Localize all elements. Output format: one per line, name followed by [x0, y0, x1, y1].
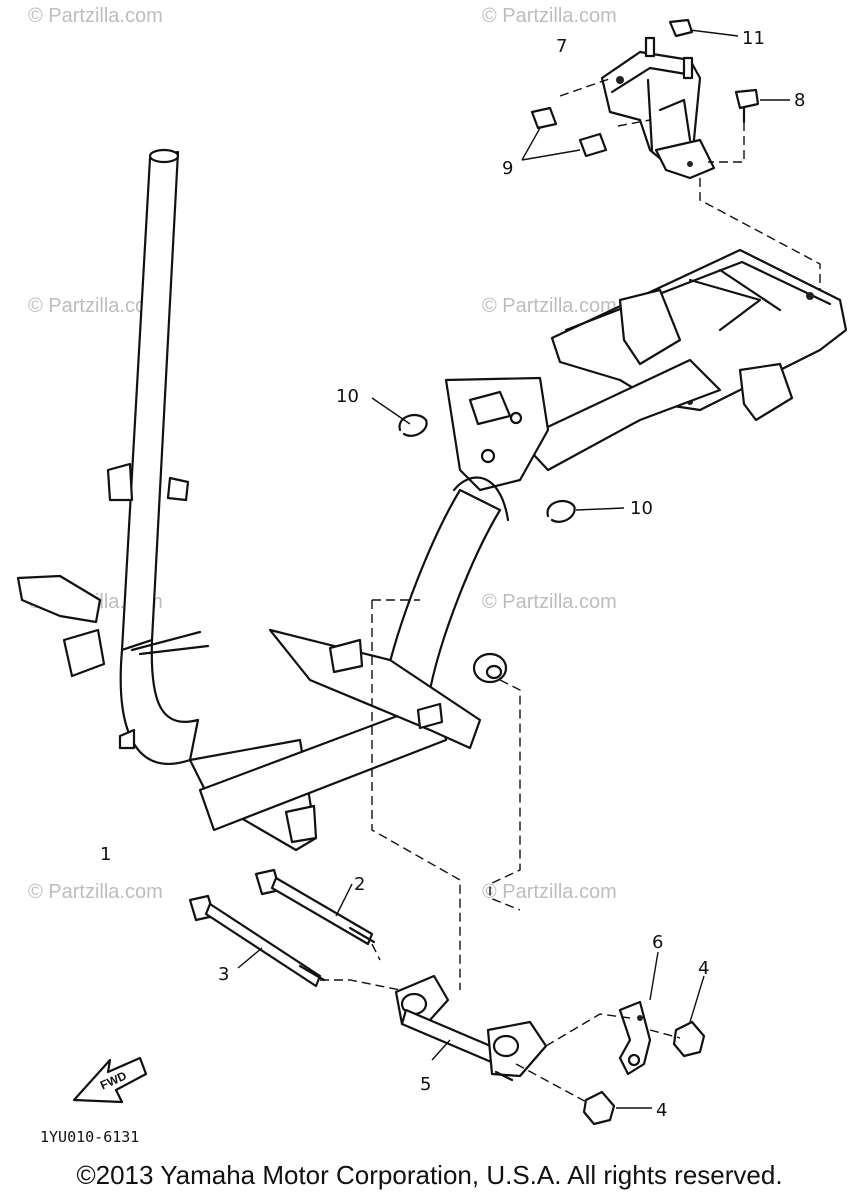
assembly-guide-line: [649, 1029, 681, 1039]
part-8-bolt: [734, 88, 790, 124]
copyright-notice: ©2013 Yamaha Motor Corporation, U.S.A. A…: [76, 1160, 783, 1190]
callout-4: 4: [698, 958, 709, 979]
forward-arrow-icon: FWD: [72, 1056, 148, 1104]
callout-2: 2: [354, 874, 365, 895]
callout-5: 5: [420, 1074, 431, 1095]
part-1-front-frame: [16, 148, 482, 852]
callout-1: 1: [100, 844, 111, 865]
callout-10: 10: [336, 386, 359, 407]
part-10-clamp: [371, 397, 428, 437]
watermark: © Partzilla.com: [28, 881, 163, 903]
callout-11: 11: [742, 28, 765, 49]
part-9-pads: [521, 106, 608, 161]
main-spine-tube: [386, 358, 722, 692]
assembly-guide-line: [515, 1063, 591, 1105]
callout-7: 7: [556, 36, 567, 57]
part-4-nut: [672, 975, 706, 1058]
watermark: © Partzilla.com: [482, 881, 617, 903]
part-6-bracket: [618, 951, 659, 1076]
assembly-guide-line: [617, 119, 651, 127]
watermark: © Partzilla.com: [28, 295, 163, 317]
rubber-mount: [472, 652, 508, 684]
watermark: © Partzilla.com: [482, 295, 617, 317]
callout-3: 3: [218, 964, 229, 985]
callout-9: 9: [502, 158, 513, 179]
part-5-link: [394, 974, 548, 1082]
watermark: © Partzilla.com: [482, 5, 617, 27]
rear-frame-platform: [550, 248, 848, 422]
assembly-guide-line: [489, 679, 521, 911]
assembly-guide-line: [320, 979, 401, 991]
diagram-code: 1YU010-6131: [40, 1128, 139, 1146]
assembly-guide-line: [371, 600, 461, 990]
part-4-nut: [582, 1090, 652, 1126]
part-3-bolt: [188, 894, 326, 988]
assembly-guide-line: [699, 178, 821, 296]
part-11-cap: [668, 18, 739, 38]
part-7-bracket: [600, 36, 716, 180]
assembly-guide-line: [371, 943, 381, 961]
part-10-clamp: [546, 499, 625, 523]
assembly-guide-line: [545, 1013, 631, 1047]
assembly-guide-line: [559, 77, 613, 97]
callout-6: 6: [652, 932, 663, 953]
part-2-bolt: [254, 868, 376, 946]
callout-10: 10: [630, 498, 653, 519]
watermark: © Partzilla.com: [482, 591, 617, 613]
callout-8: 8: [794, 90, 805, 111]
assembly-guide-line: [708, 122, 745, 163]
callout-4: 4: [656, 1100, 667, 1121]
watermark: © Partzilla.com: [28, 5, 163, 27]
